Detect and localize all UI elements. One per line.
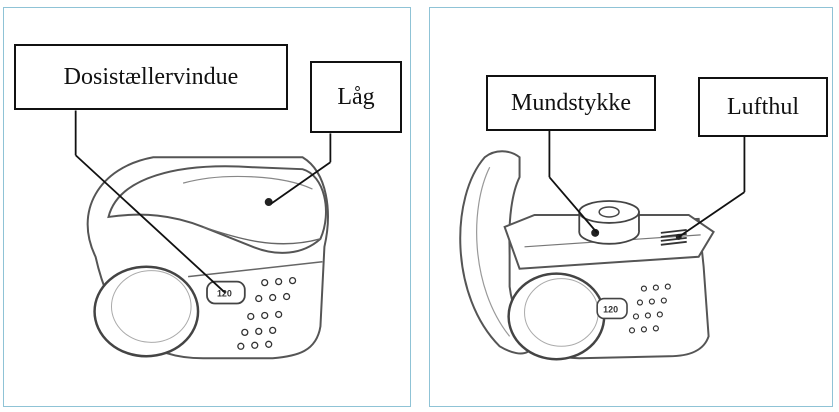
- dose-counter-window-open: [596, 297, 628, 320]
- mouthpiece-dot: [591, 228, 600, 237]
- grip-dots-open: [628, 283, 671, 334]
- grip-dots: [237, 276, 297, 350]
- dose-counter-window: [206, 280, 246, 305]
- lid-grip-dot: [264, 198, 273, 207]
- open-inhaler-illustration: 120: [459, 130, 746, 361]
- label-dose-counter-window: Dosistællervindue: [14, 44, 288, 110]
- left-panel-closed-inhaler: 120 Dosistællervindue Låg: [3, 7, 411, 407]
- dose-counter-value: 120: [217, 289, 232, 299]
- right-panel-open-inhaler: 120 Mundstykke Lufthul: [429, 7, 833, 407]
- dose-counter-value-open: 120: [603, 304, 618, 314]
- label-lid: Låg: [310, 61, 402, 133]
- thumb-grip: [93, 265, 200, 358]
- closed-inhaler-illustration: 120: [74, 110, 332, 360]
- label-lid-text: Låg: [337, 83, 375, 110]
- label-dose-counter-window-text: Dosistællervindue: [63, 63, 239, 90]
- label-mouthpiece-text: Mundstykke: [511, 89, 631, 116]
- label-air-vent-text: Lufthul: [727, 93, 799, 120]
- label-mouthpiece: Mundstykke: [486, 75, 656, 131]
- label-air-vent: Lufthul: [698, 77, 828, 137]
- lid-shape: [107, 165, 327, 254]
